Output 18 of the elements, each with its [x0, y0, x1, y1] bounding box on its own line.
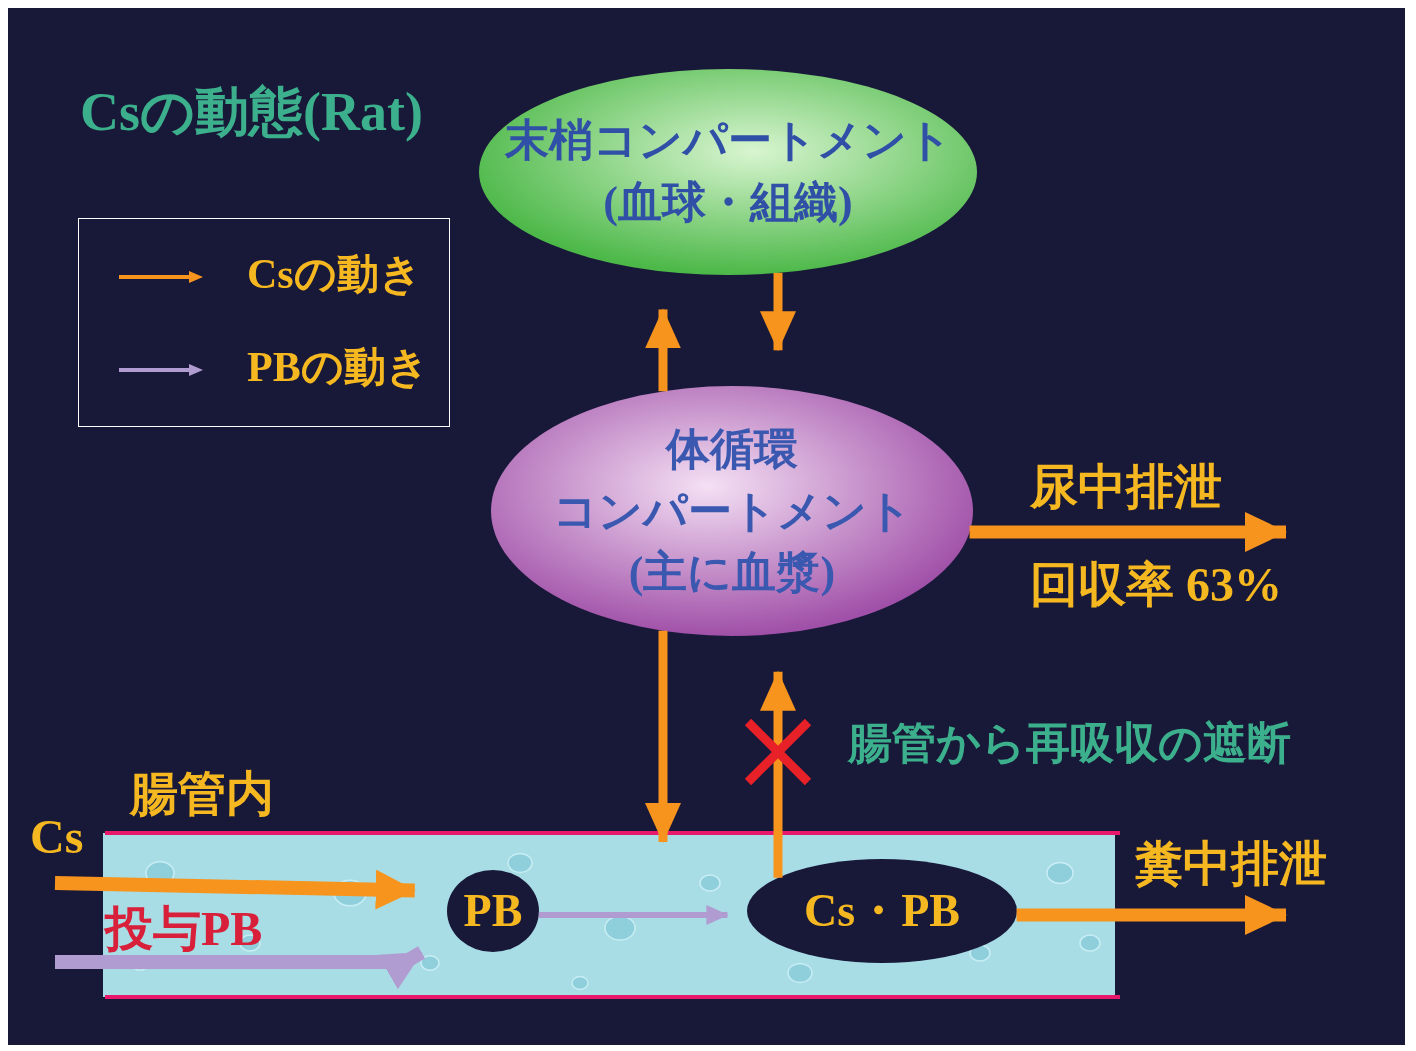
- compartment-ellipse: [478, 68, 978, 276]
- node-label: 末梢コンパートメント(血球・組織): [503, 115, 953, 229]
- compound-ellipse: [446, 869, 540, 953]
- legend-label: PBの動き: [247, 343, 429, 392]
- edge-label: 腸管から再吸収の遮断: [848, 718, 1291, 770]
- edge-label: Cs: [30, 809, 84, 865]
- node-label: 体循環コンパートメント(主に血漿): [551, 423, 913, 599]
- compartment-ellipse: [490, 385, 974, 637]
- recovery-rate-label: 回収率 63%: [1030, 557, 1282, 613]
- legend-label: Csの動き: [247, 250, 422, 299]
- edge-label: 尿中排泄: [1030, 459, 1222, 515]
- node-label: Cs・PB: [803, 883, 961, 938]
- edge-label: 糞中排泄: [1135, 836, 1327, 892]
- title: Csの動態(Rat): [80, 81, 423, 144]
- complex-ellipse: [746, 858, 1018, 964]
- edge-label: 投与PB: [105, 901, 263, 957]
- node-label: PB: [462, 883, 524, 938]
- region-label: 腸管内: [130, 766, 274, 822]
